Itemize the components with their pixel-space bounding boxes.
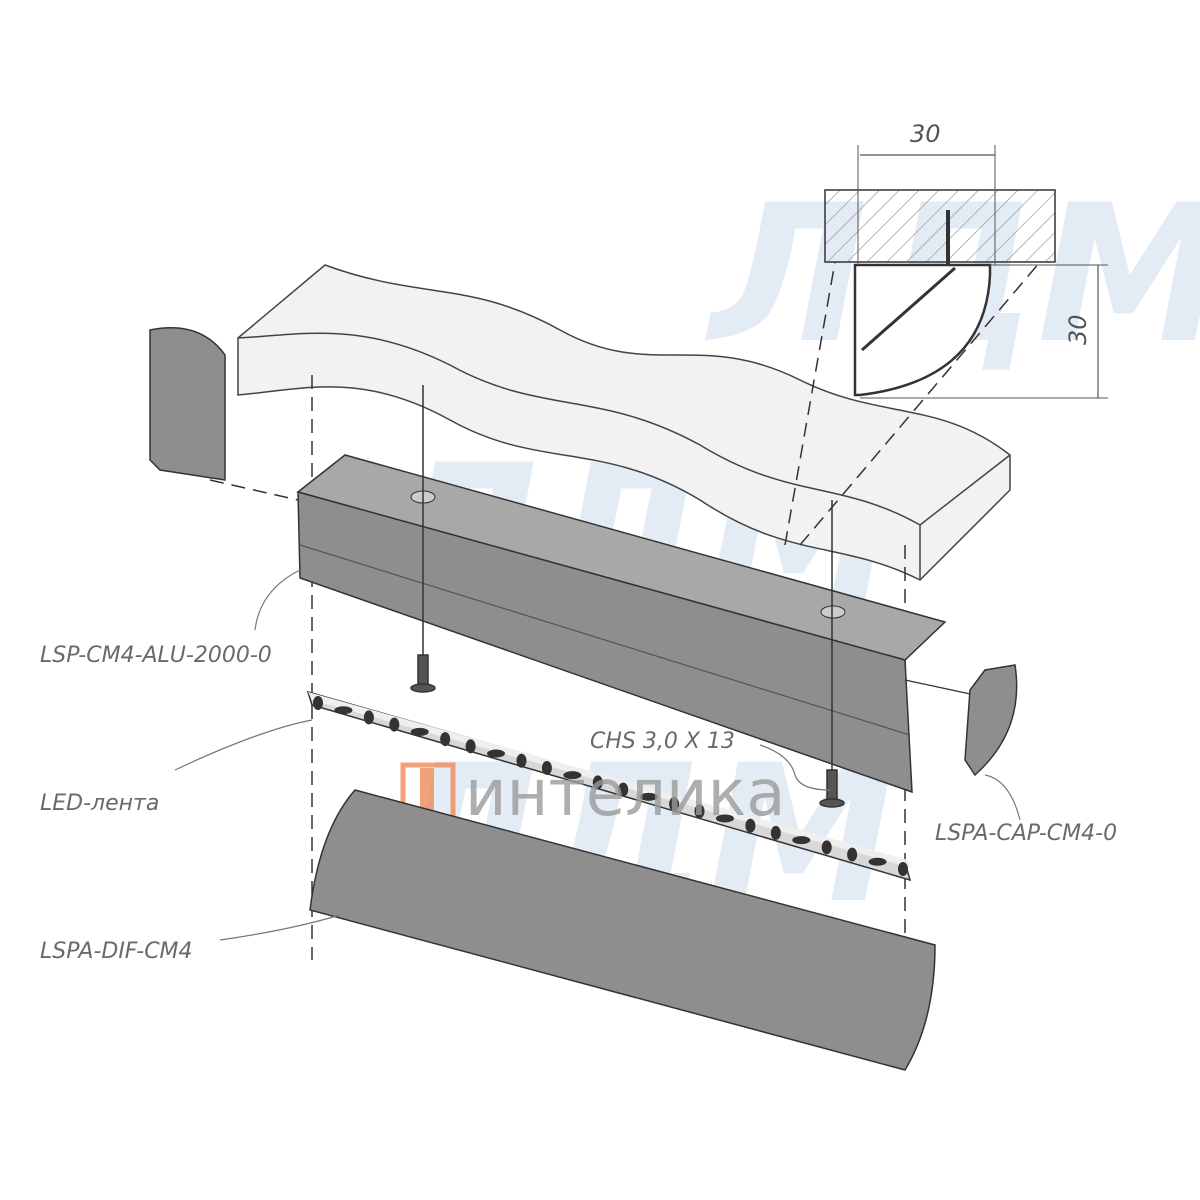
label-end-cap: LSPA-CAP-CM4-0 [935,821,1117,846]
led-chip [618,782,629,797]
label-diffuser: LSPA-DIF-CM4 [40,939,193,964]
led-chip [669,797,680,812]
led-chip [639,792,658,801]
wooden-board [237,264,1011,581]
logo-text: интелика [465,757,785,831]
leader-lines [174,569,1021,941]
led-chip [541,760,552,775]
led-chip [847,847,858,862]
led-chip [821,840,832,855]
guide-lines [209,261,1041,960]
led-chip [410,727,429,736]
led-chip [334,706,353,715]
aluminium-profile [296,454,947,794]
led-chip [715,814,734,823]
led-strip [306,690,912,882]
led-chip [465,739,476,754]
label-screw: CHS 3,0 X 13 [590,729,735,754]
led-chip [868,857,887,866]
label-led-strip: LED-лента [40,791,159,816]
led-chip [487,749,506,758]
led-chip [770,825,781,840]
diffuser [309,789,936,1071]
label-profile: LSP-CM4-ALU-2000-0 [40,643,272,668]
led-chip [440,732,451,747]
led-chip [363,710,374,725]
led-chip [313,696,323,710]
led-chip [516,753,527,768]
led-chip [898,862,908,876]
dimension-height: 30 [1064,314,1092,345]
led-chip [389,717,400,732]
cross-section-detail: 30 30 [824,120,1108,399]
led-chip [592,775,603,790]
screws [410,385,845,808]
led-chip [694,804,705,819]
led-chip [745,818,756,833]
dimension-width: 30 [910,120,941,148]
right-end-cap [964,664,1018,777]
led-chip [792,836,811,845]
left-end-cap [149,327,226,481]
led-chip [563,771,582,780]
